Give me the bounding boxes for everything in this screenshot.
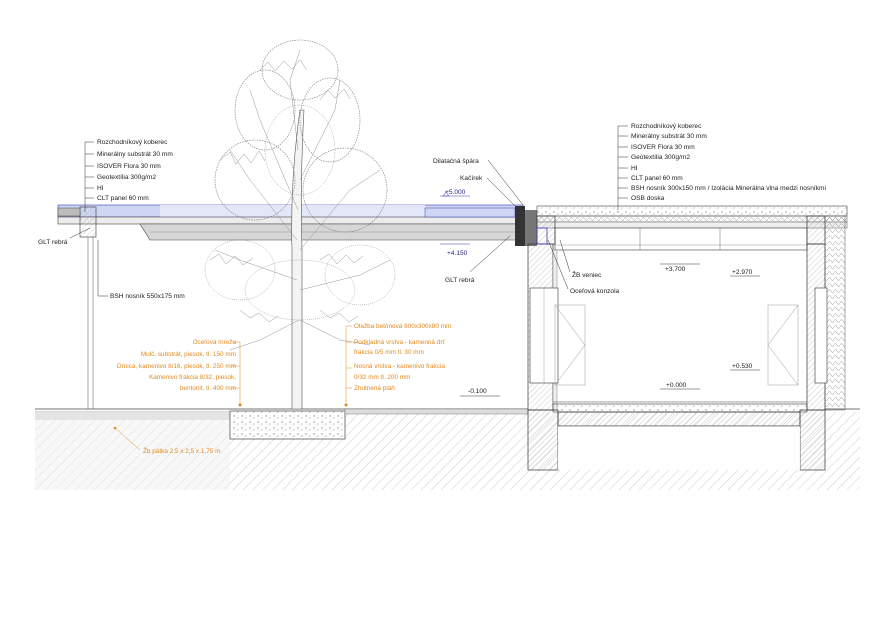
glt-rebra-mid-label: GLT rebrá bbox=[445, 277, 475, 284]
left-layer-label: HI bbox=[97, 185, 104, 192]
right-layer-label: Rozchodníkový koberec bbox=[631, 123, 702, 130]
ground-right-label: Zhutnená pláň bbox=[354, 385, 395, 392]
ocelova-konzola-label: Oceľová konzola bbox=[570, 288, 620, 295]
right-layer-label: ISOVER Flora 30 mm bbox=[631, 144, 695, 151]
middle-callouts: Dilatačná špára Kačírek GLT rebrá ŽB ven… bbox=[433, 158, 620, 295]
left-layer-label: ISOVER Flora 30 mm bbox=[97, 163, 161, 170]
level-markers: +5.000 +4.150 +3.700 +2.970 +0.530 +0.00… bbox=[440, 189, 760, 397]
left-layer-label: CLT panel 60 mm bbox=[97, 195, 149, 202]
right-layer-annotations: Rozchodníkový koberec Minerálny substrát… bbox=[617, 123, 827, 210]
subsoil-label: Žb pätka 2,5 x 2,5 x 1,75 m bbox=[143, 446, 220, 455]
right-layer-label: OSB doska bbox=[631, 195, 665, 202]
left-layer-label: Minerálny substrát 30 mm bbox=[97, 151, 173, 158]
kacirek-label: Kačírek bbox=[460, 175, 483, 182]
ground-right-label: Olažba betónová 600x300x80 mm bbox=[354, 323, 451, 330]
ground-right-label: Nosná vrstva - kamenivo frakcia bbox=[354, 363, 445, 370]
ground-right-label: Podkladná vrstva - kamenná drť bbox=[354, 339, 445, 346]
level-plus-3700: +3.700 bbox=[665, 266, 686, 273]
ground-annotations: Oceľová mreža Mulč, substrát, piesok, tl… bbox=[113, 323, 451, 455]
right-layer-label: Minerálny substrát 30 mm bbox=[631, 133, 707, 140]
ground-left-label: bentonit, tl. 400 mm bbox=[180, 385, 236, 392]
right-layer-label: HI bbox=[631, 165, 638, 172]
dilatacna-spara-label: Dilatačná špára bbox=[433, 158, 479, 165]
bsh-nosnik-left-label: BSH nosník 550x175 mm bbox=[110, 293, 185, 300]
right-layer-label: Geotextília 300g/m2 bbox=[631, 154, 690, 161]
level-plus-0000: +0.000 bbox=[666, 382, 687, 389]
ground-left-label: Ornica, kamenivo 8/16, piesok, tl. 250 m… bbox=[117, 363, 236, 370]
level-plus-2970: +2.970 bbox=[732, 269, 753, 276]
left-layer-label: Geotextília 300g/m2 bbox=[97, 174, 156, 181]
right-layer-label: CLT panel 60 mm bbox=[631, 175, 683, 182]
left-layer-annotations: Rozchodníkový koberec Minerálny substrát… bbox=[38, 139, 185, 300]
level-plus-0530: +0.530 bbox=[732, 363, 753, 370]
ground-left-label: Oceľová mreža bbox=[193, 339, 237, 346]
ground-left-label: Mulč, substrát, piesok, tl. 150 mm bbox=[141, 351, 236, 358]
ground-right-label: frakcia 0/5 mm tl. 30 mm bbox=[354, 349, 424, 356]
ground-left-label: Kamenivo frakcia 8/32, piesok, bbox=[149, 374, 236, 381]
level-plus-5000: +5.000 bbox=[445, 189, 466, 196]
ground-right-label: 0/32 mm tl. 200 mm bbox=[354, 374, 410, 381]
glt-rebra-left-label: GLT rebrá bbox=[38, 239, 68, 246]
left-layer-label: Rozchodníkový koberec bbox=[97, 139, 168, 146]
level-plus-4150: +4.150 bbox=[447, 250, 468, 257]
tree-illustration bbox=[204, 39, 396, 410]
building-section bbox=[527, 205, 848, 471]
zb-veniec-label: ŽB veniec bbox=[572, 270, 602, 279]
level-minus-0100: -0.100 bbox=[468, 388, 487, 395]
right-layer-label: BSH nosník 300x150 mm / Izolácia Minerál… bbox=[631, 185, 827, 192]
